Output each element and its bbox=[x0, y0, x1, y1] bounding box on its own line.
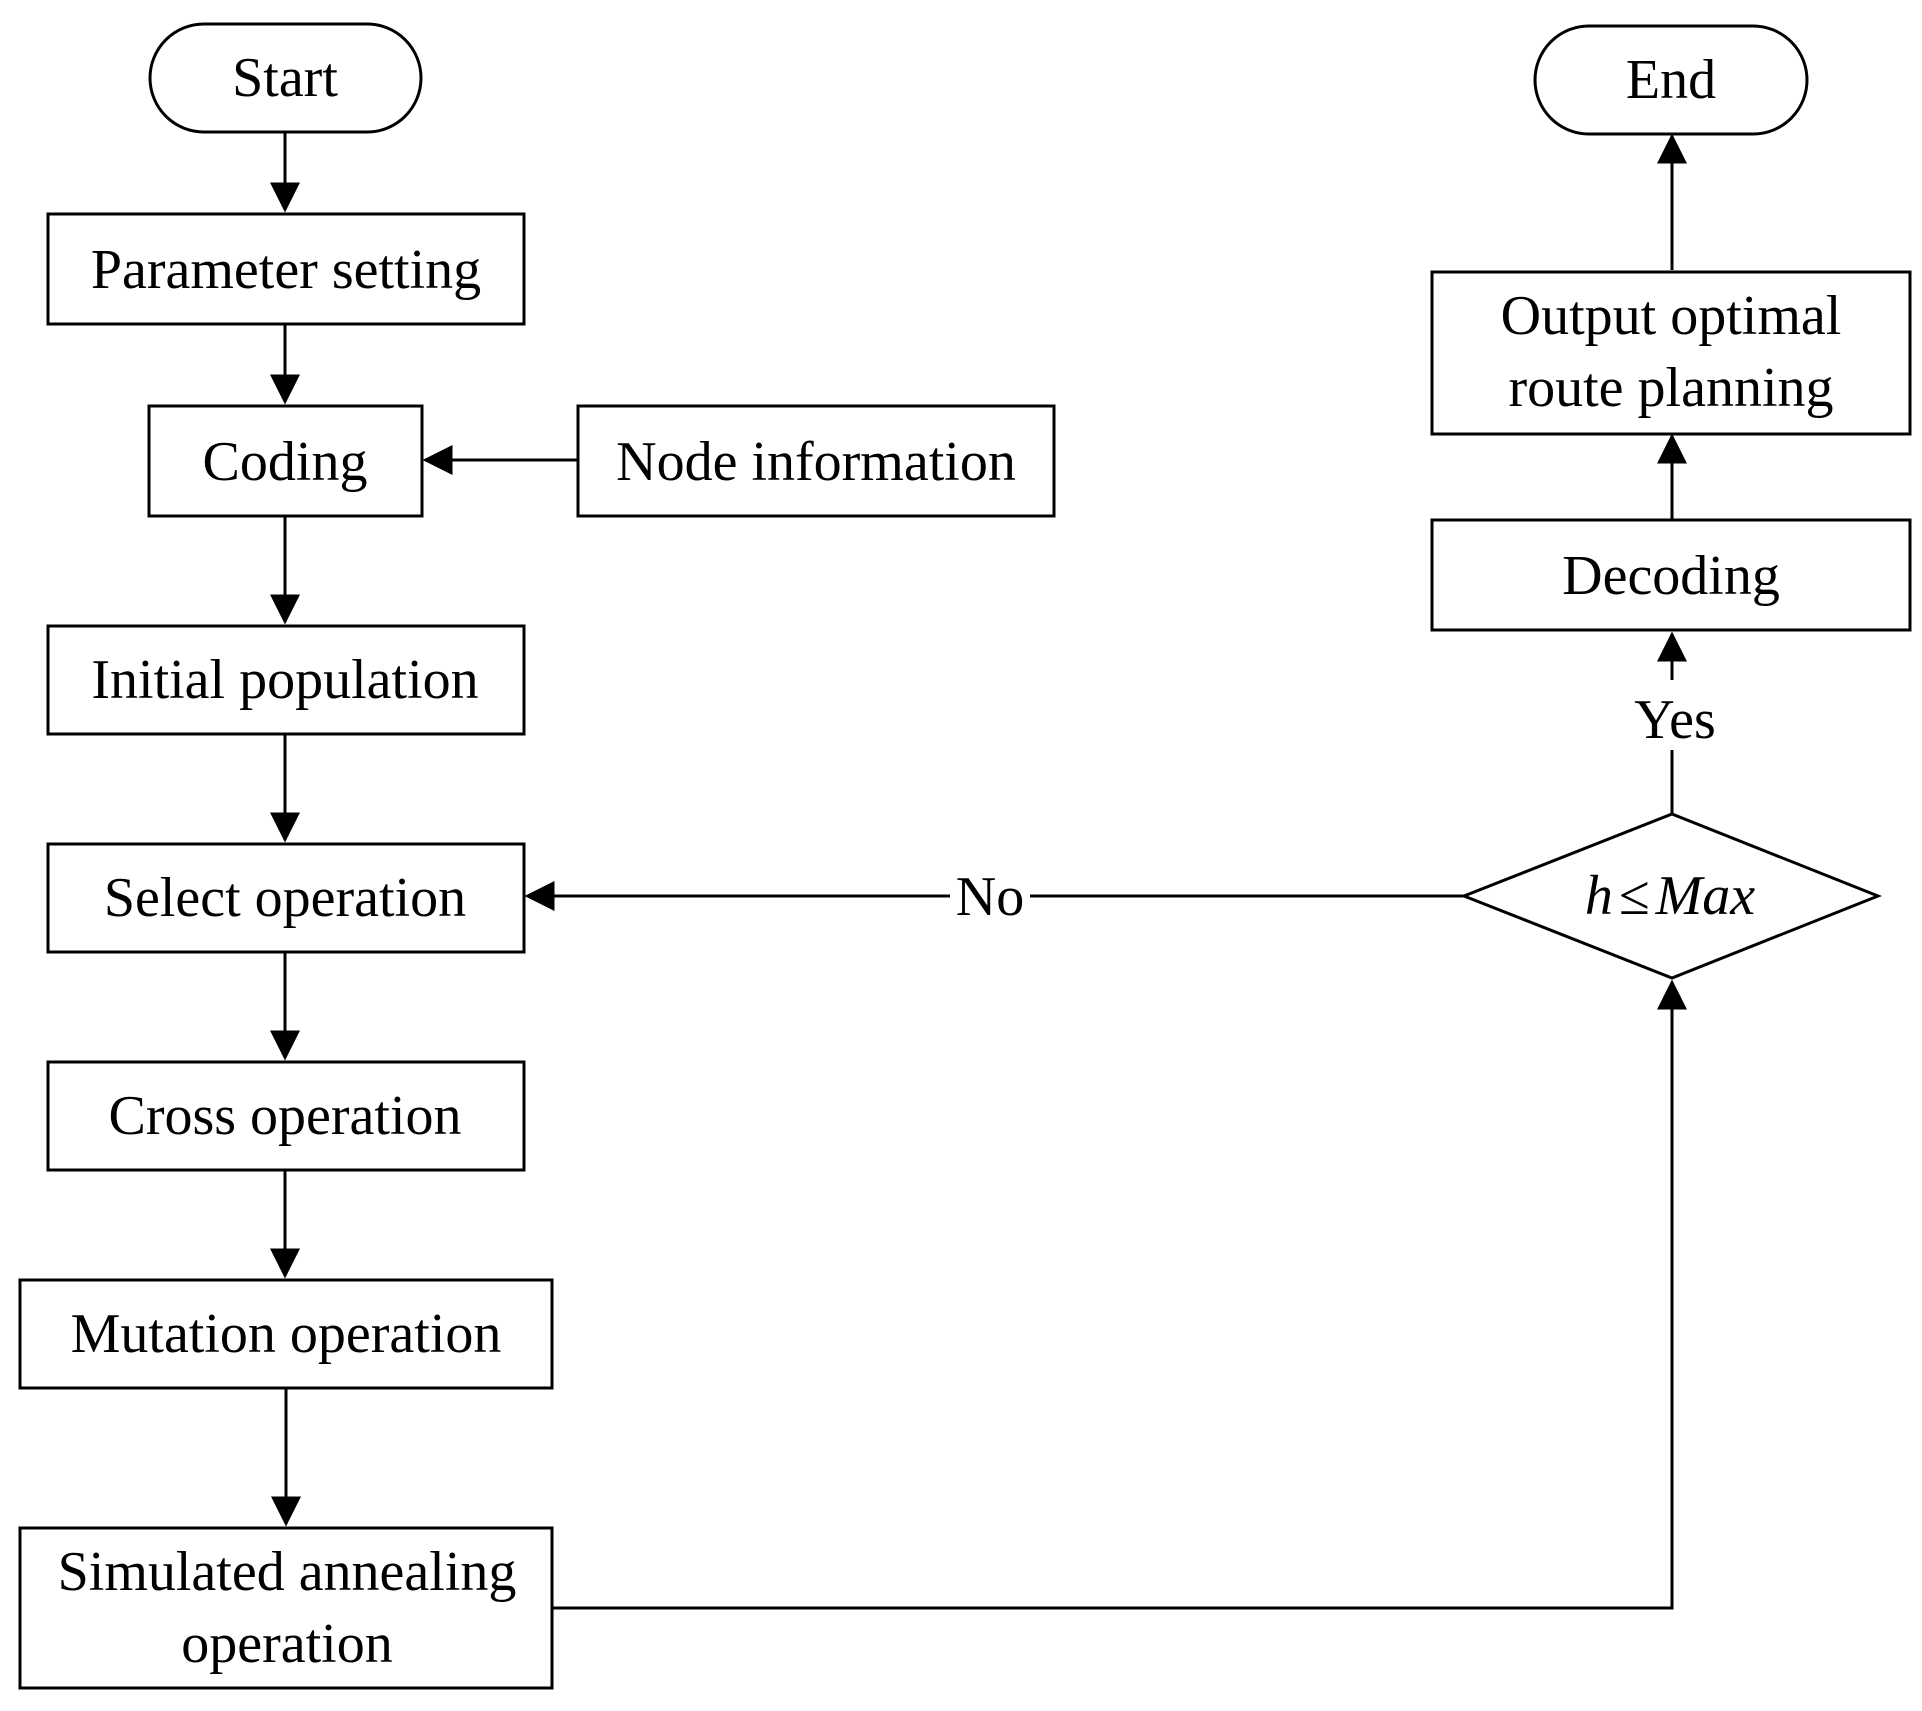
node-cross-operation: Cross operation bbox=[46, 1060, 526, 1172]
node-select-operation: Select operation bbox=[46, 842, 526, 954]
edges bbox=[270, 132, 1687, 1610]
parameter-setting-label: Parameter setting bbox=[91, 239, 481, 301]
node-node-information: Node information bbox=[576, 404, 1056, 518]
start-label: Start bbox=[232, 47, 338, 109]
node-coding: Coding bbox=[147, 404, 424, 518]
node-initial-population: Initial population bbox=[46, 624, 526, 736]
no-label: No bbox=[956, 866, 1024, 928]
output-line2: route planning bbox=[1508, 357, 1833, 419]
edge-annealing-to-condition bbox=[552, 979, 1687, 1610]
node-simulated-annealing: Simulated annealing operation bbox=[18, 1526, 554, 1690]
node-decoding: Decoding bbox=[1430, 518, 1912, 632]
node-parameter-setting: Parameter setting bbox=[46, 212, 526, 326]
output-line1: Output optimal bbox=[1501, 285, 1842, 347]
cross-operation-label: Cross operation bbox=[108, 1085, 461, 1147]
node-mutation-operation: Mutation operation bbox=[18, 1278, 554, 1390]
node-end: End bbox=[1533, 24, 1809, 136]
node-information-label: Node information bbox=[616, 431, 1016, 493]
node-start: Start bbox=[148, 22, 423, 134]
decoding-label: Decoding bbox=[1562, 545, 1780, 607]
yes-label: Yes bbox=[1634, 689, 1715, 751]
coding-label: Coding bbox=[203, 431, 368, 493]
condition-label: h≤Max bbox=[1585, 865, 1755, 927]
node-output: Output optimal route planning bbox=[1430, 270, 1912, 436]
end-label: End bbox=[1626, 49, 1716, 111]
node-condition-diamond: h≤Max bbox=[1459, 812, 1883, 980]
simulated-annealing-line1: Simulated annealing bbox=[58, 1541, 517, 1603]
condition-var: h bbox=[1585, 865, 1613, 927]
condition-op: ≤ bbox=[1619, 865, 1650, 927]
edge-label-no: No bbox=[950, 862, 1030, 932]
condition-bound: Max bbox=[1655, 865, 1756, 927]
mutation-operation-label: Mutation operation bbox=[71, 1303, 502, 1365]
initial-population-label: Initial population bbox=[91, 649, 478, 711]
edge-label-yes: Yes bbox=[1615, 680, 1730, 751]
simulated-annealing-line2: operation bbox=[181, 1613, 392, 1675]
select-operation-label: Select operation bbox=[104, 867, 466, 929]
